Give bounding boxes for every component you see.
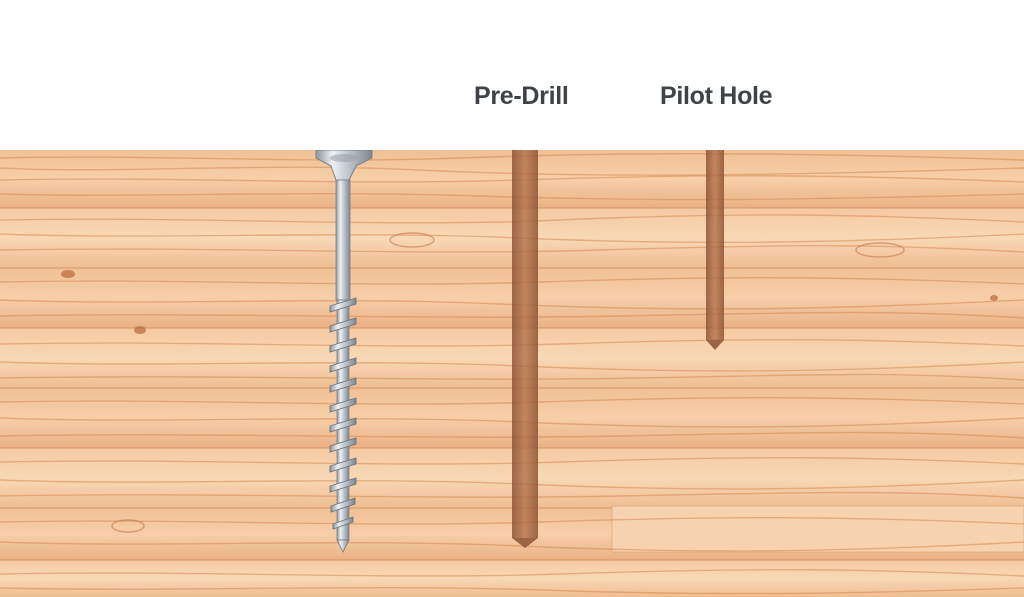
pilot-hole-label: Pilot Hole [660, 82, 773, 110]
wood-screw-icon [315, 150, 373, 553]
pre-drill-label: Pre-Drill [474, 82, 569, 110]
pilot-hole [706, 150, 724, 350]
board-8 [0, 560, 1024, 597]
board-inset [611, 505, 1024, 553]
wood-knots [61, 232, 998, 533]
wood-board-stack [0, 150, 1024, 597]
pre-drill-hole [512, 150, 538, 548]
